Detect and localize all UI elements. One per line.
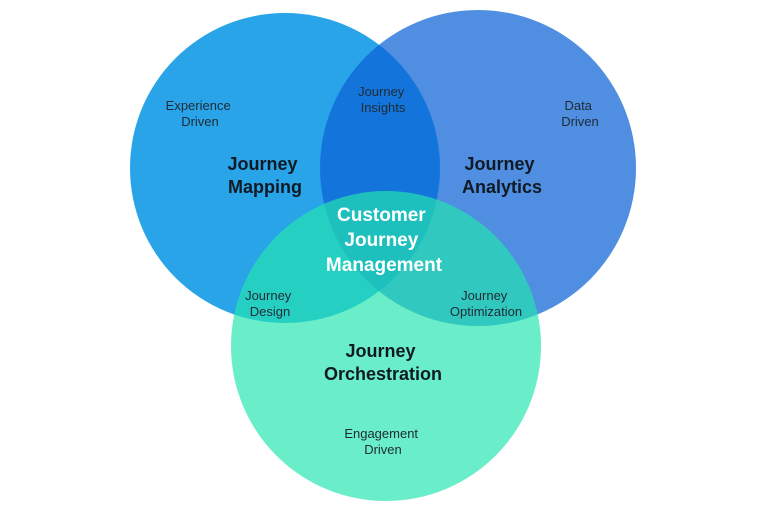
circle-journey-orchestration: [231, 191, 541, 501]
customer-journey-management-title: Customer Journey Management: [326, 205, 443, 276]
journey-orchestration-title: Journey Orchestration: [324, 341, 442, 384]
journey-optimization-label: Journey Optimization: [450, 288, 522, 319]
engagement-driven-label: Engagement Driven: [344, 426, 421, 457]
data-driven-label: Data Driven: [561, 98, 599, 129]
journey-design-label: Journey Design: [245, 288, 295, 319]
journey-insights-label: Journey Insights: [358, 84, 408, 115]
journey-mapping-title: Journey Mapping: [227, 154, 302, 197]
experience-driven-label: Experience Driven: [166, 98, 235, 129]
journey-analytics-title: Journey Analytics: [462, 154, 542, 197]
